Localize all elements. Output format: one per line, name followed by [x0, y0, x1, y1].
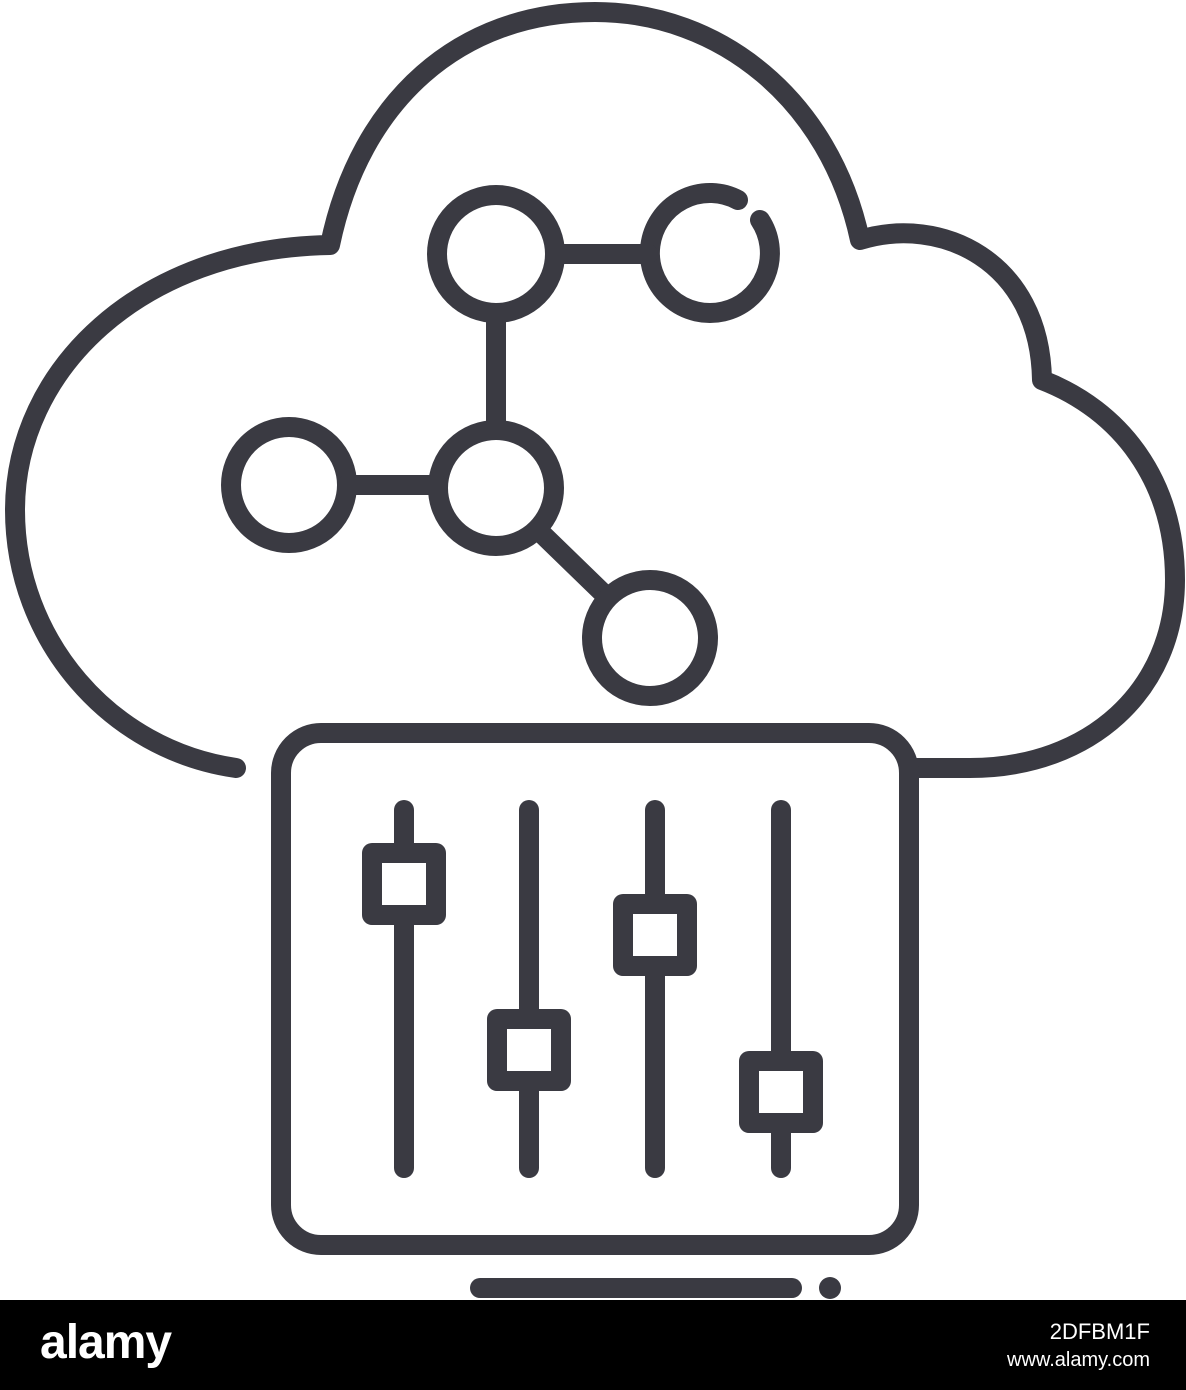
image-id-block: 2DFBM1F www.alamy.com	[1007, 1318, 1150, 1374]
image-id: 2DFBM1F	[1049, 1319, 1150, 1344]
icon-artwork	[5, 2, 1185, 1299]
network-link-diagonal	[528, 520, 616, 606]
mixer-sliders	[362, 800, 823, 1178]
network-node-top-right	[639, 183, 780, 323]
mixer-panel	[271, 723, 919, 1255]
base-dot	[819, 1277, 841, 1299]
network-node-left	[221, 417, 357, 553]
brand-name: alamy	[40, 1315, 172, 1369]
network-node-top-left	[427, 185, 565, 323]
site-url[interactable]: www.alamy.com	[1007, 1349, 1150, 1371]
footer-bar: alamy 2DFBM1F www.alamy.com	[0, 1300, 1186, 1390]
cloud-outline	[5, 2, 1185, 778]
network-node-bottom	[582, 570, 718, 706]
network-graph	[221, 183, 780, 706]
brand-logo[interactable]: alamy	[40, 1312, 172, 1372]
